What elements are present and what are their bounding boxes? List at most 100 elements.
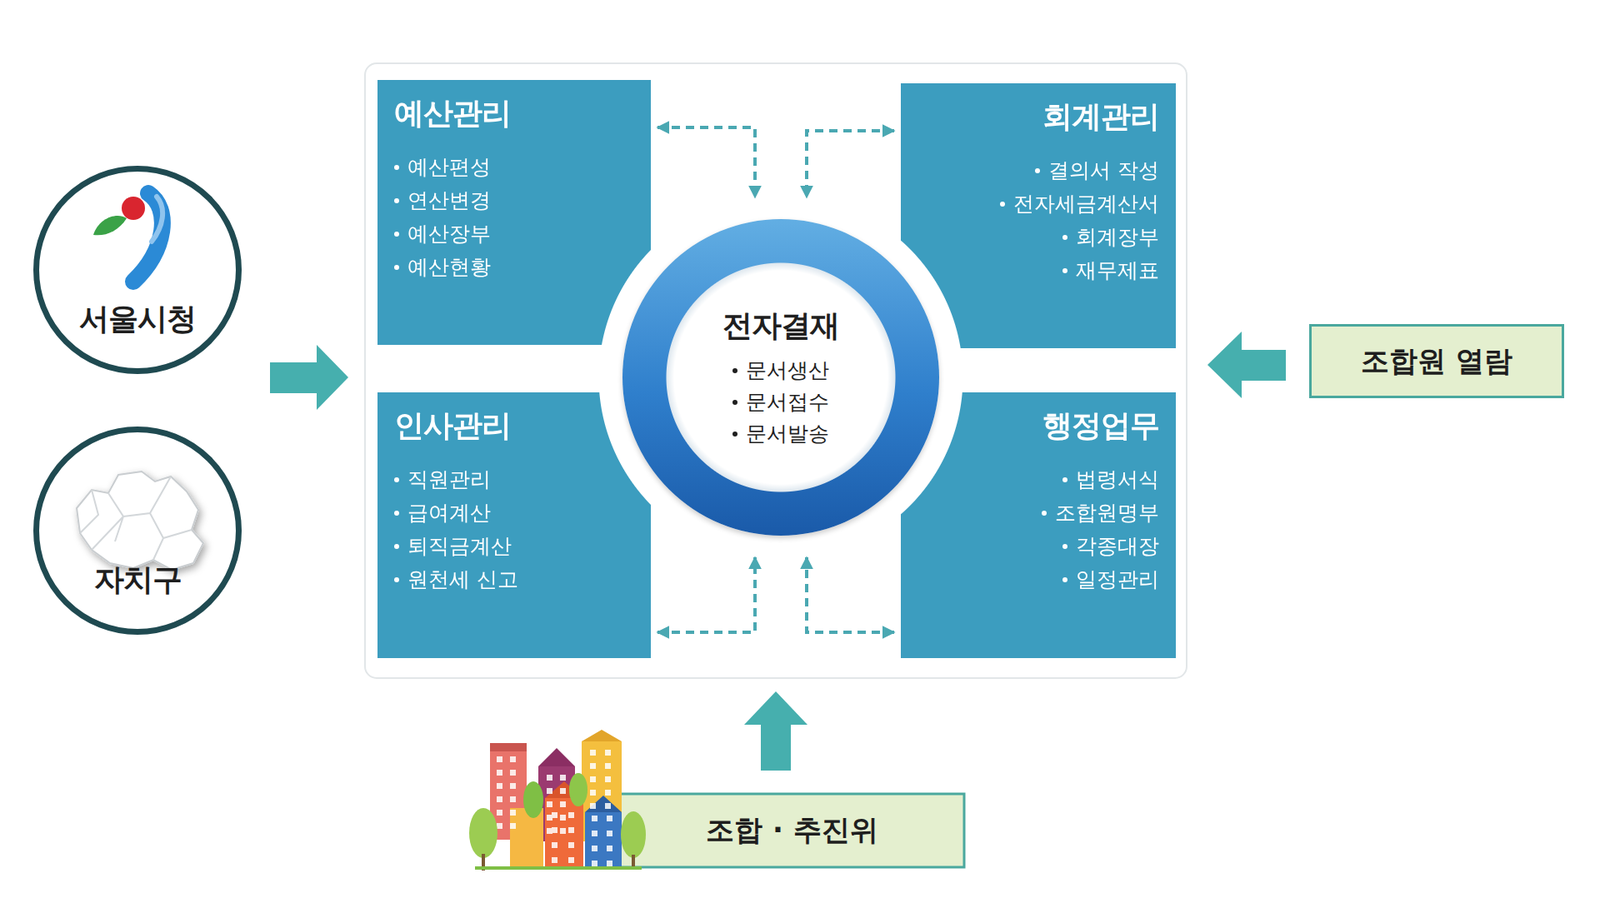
buildings-illustration <box>590 790 596 796</box>
buildings-illustration <box>510 783 516 790</box>
district-map <box>76 471 204 570</box>
input-arrow <box>270 345 349 410</box>
buildings-illustration <box>551 857 558 864</box>
view-arrow <box>1240 350 1286 381</box>
list-item: 직원관리 <box>394 463 491 497</box>
buildings-illustration <box>551 812 558 819</box>
list-item: 원천세 신고 <box>394 563 519 597</box>
upload-arrow <box>744 691 808 725</box>
district-map <box>35 429 240 633</box>
dashed-connector <box>657 557 755 633</box>
buildings-illustration <box>546 801 553 808</box>
buildings-illustration <box>496 823 503 830</box>
buildings-illustration <box>605 776 611 783</box>
seoul-emblem <box>35 168 240 372</box>
buildings-illustration <box>510 796 516 803</box>
buildings-illustration <box>560 775 566 781</box>
buildings-illustration <box>546 815 553 821</box>
buildings-illustration <box>510 770 516 776</box>
seoul-emblem <box>93 215 127 235</box>
buildings-illustration <box>591 815 598 822</box>
hr-box: 인사관리직원관리급여계산퇴직금계산원천세 신고 <box>377 392 651 659</box>
input-arrow <box>316 345 349 410</box>
node-title: 회계관리 <box>1042 96 1160 138</box>
main-panel <box>365 63 1187 679</box>
buildings-illustration <box>605 790 611 796</box>
buildings-illustration <box>606 845 613 852</box>
input-arrow <box>270 362 319 394</box>
dashed-connector <box>806 130 895 198</box>
buildings-illustration <box>560 801 566 808</box>
list-item: 예산현황 <box>394 250 491 285</box>
buildings-illustration <box>581 730 622 742</box>
seoul-emblem <box>35 168 240 372</box>
approval-circle: 전자결재문서생산문서접수문서발송 <box>622 219 940 536</box>
buildings-illustration <box>585 812 622 867</box>
buildings-illustration <box>510 823 516 830</box>
buildings-illustration <box>591 830 598 837</box>
buildings-illustration <box>496 783 503 790</box>
node-title: 인사관리 <box>394 405 511 447</box>
buildings-illustration <box>551 827 558 834</box>
buildings-illustration <box>546 775 553 781</box>
buildings-illustration <box>620 811 646 859</box>
buildings-illustration <box>496 750 613 867</box>
list-item: 조합원명부 <box>1041 496 1160 530</box>
buildings-illustration <box>605 750 611 756</box>
list-item: 문서접수 <box>732 386 830 419</box>
buildings-illustration <box>605 763 611 770</box>
buildings-illustration <box>545 798 584 867</box>
buildings-illustration <box>546 828 553 835</box>
buildings-illustration <box>591 860 598 867</box>
buildings-illustration <box>560 828 566 835</box>
item-list: 문서생산문서접수문서발송 <box>732 355 830 450</box>
seoul-emblem <box>121 196 145 220</box>
buildings-illustration <box>568 827 575 834</box>
buildings-illustration <box>585 795 622 813</box>
list-item: 전자세금계산서 <box>1000 187 1160 221</box>
seoul-city-circle: 서울시청 <box>33 165 242 375</box>
dashed-connector <box>657 127 755 198</box>
view-arrow <box>1207 331 1286 399</box>
buildings-illustration <box>475 866 642 870</box>
seoul-emblem <box>151 196 163 242</box>
buildings-illustration <box>590 763 596 770</box>
list-item: 법령서식 <box>1062 463 1160 497</box>
list-item: 예산편성 <box>394 150 491 185</box>
member-view-tag: 조합원 열람 <box>1309 324 1565 399</box>
buildings-illustration <box>560 815 566 821</box>
node-title: 행정업무 <box>1042 405 1160 447</box>
buildings-illustration <box>606 860 613 867</box>
district-circle: 자치구 <box>33 426 242 635</box>
dashed-connector <box>806 557 895 633</box>
buildings-illustration <box>568 857 575 864</box>
list-item: 결의서 작성 <box>1035 154 1160 188</box>
buildings-illustration <box>568 812 575 819</box>
list-item: 일정관리 <box>1062 563 1160 597</box>
buildings-illustration <box>560 788 566 795</box>
node-title: 서울시청 <box>79 299 196 340</box>
district-map <box>80 476 192 560</box>
buildings-illustration <box>510 756 516 763</box>
buildings-illustration <box>605 803 611 810</box>
accounting-box: 회계관리결의서 작성전자세금계산서회계장부재무제표 <box>900 83 1176 349</box>
node-title: 조합 · 추진위 <box>705 811 879 850</box>
node-title: 전자결재 <box>722 305 840 347</box>
district-map <box>35 429 240 633</box>
buildings-illustration <box>496 796 503 803</box>
upload-arrow <box>744 691 808 771</box>
buildings-illustration <box>551 842 558 849</box>
upload-arrow <box>760 723 791 771</box>
buildings-illustration <box>469 808 498 859</box>
union-committee-tag: 조합 · 추진위 <box>586 794 965 868</box>
buildings-illustration <box>496 810 503 816</box>
buildings-illustration <box>546 788 553 795</box>
list-item: 각종대장 <box>1062 530 1160 564</box>
node-title: 조합원 열람 <box>1360 342 1513 381</box>
buildings-illustration <box>469 730 646 871</box>
list-item: 급여계산 <box>394 496 491 530</box>
node-title: 예산관리 <box>394 93 511 135</box>
admin-box: 행정업무법령서식조합원명부각종대장일정관리 <box>900 392 1176 659</box>
buildings-illustration <box>490 743 527 752</box>
